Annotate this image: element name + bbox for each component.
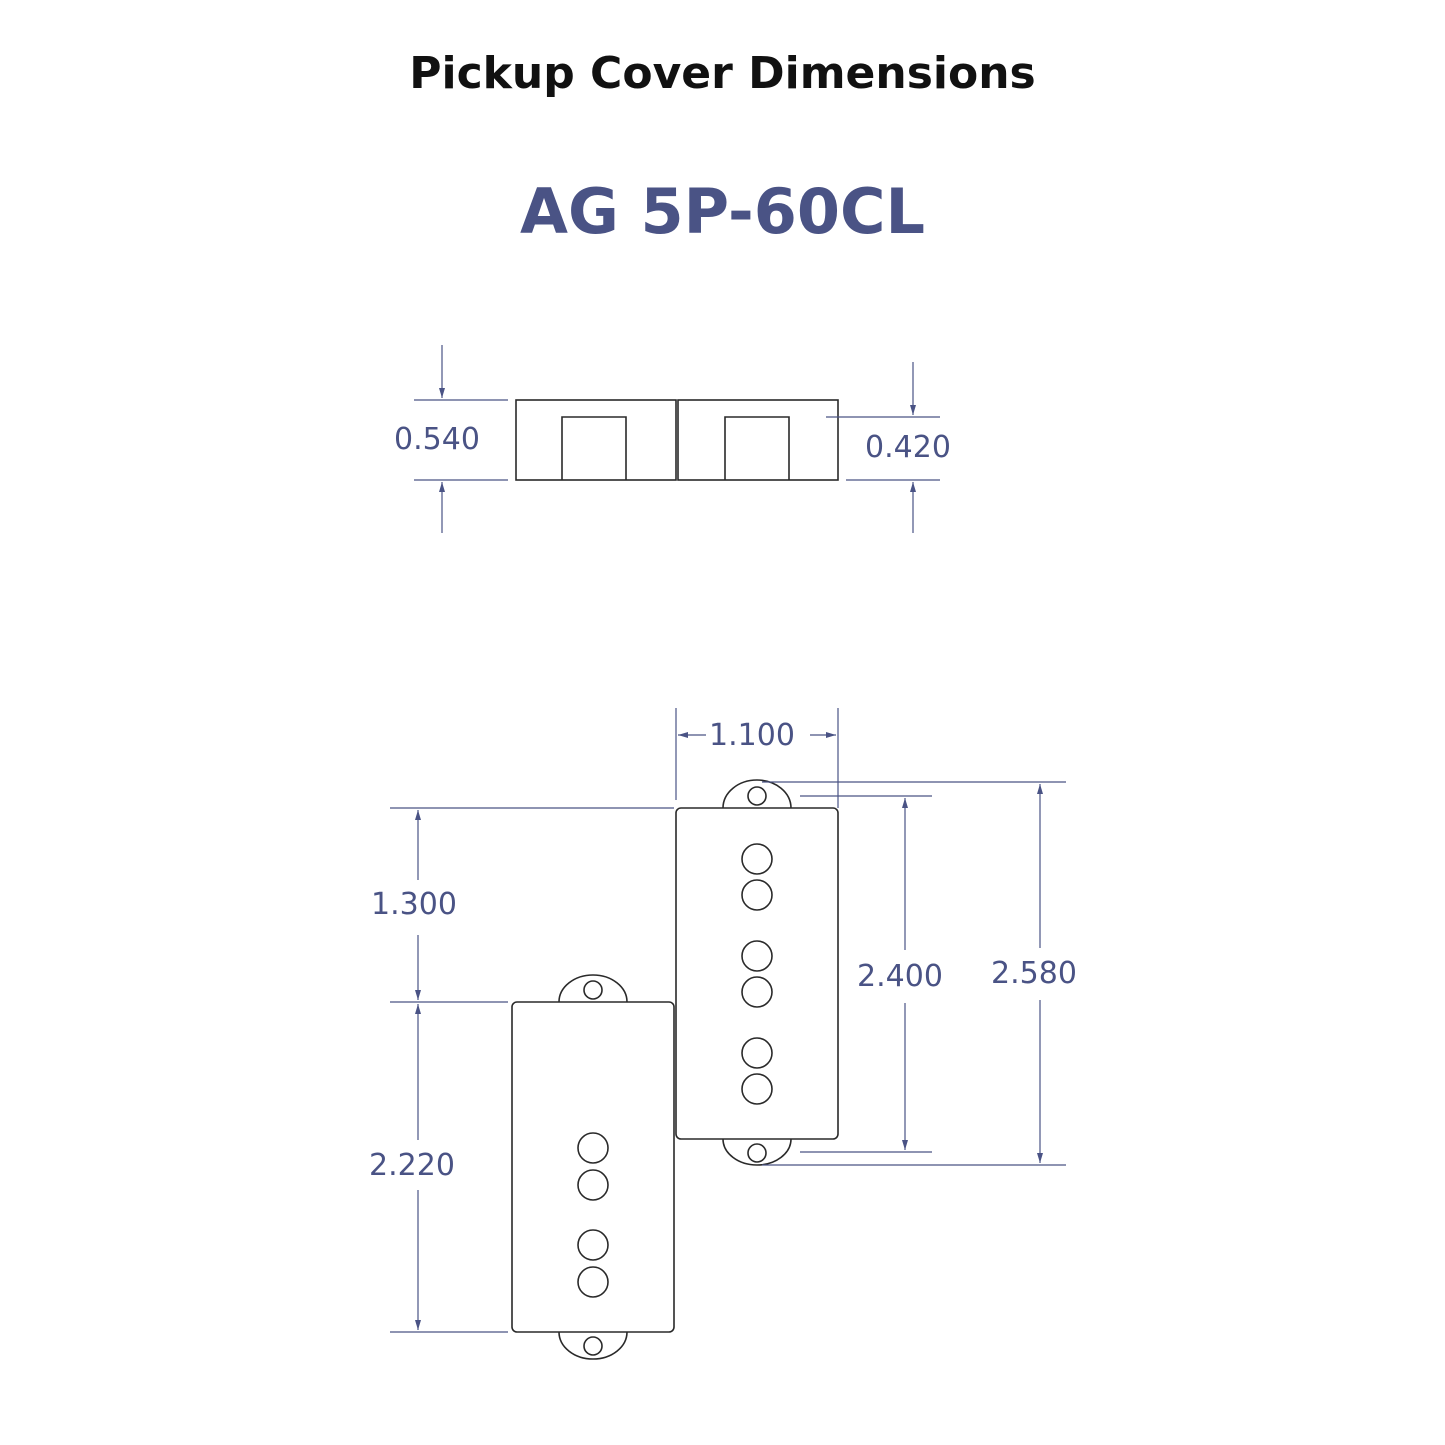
dim-short-cover-length: 2.220 bbox=[369, 1148, 455, 1183]
side-view-right-cover bbox=[677, 399, 839, 481]
pole-piece bbox=[577, 1266, 609, 1298]
pole-piece bbox=[741, 940, 773, 972]
screw-hole-icon bbox=[583, 1336, 603, 1356]
dim-overall-length: 2.580 bbox=[991, 956, 1077, 991]
mounting-ear-bottom bbox=[558, 1331, 628, 1360]
side-view bbox=[515, 399, 839, 481]
side-view-left-cavity bbox=[561, 416, 627, 480]
pole-piece bbox=[741, 976, 773, 1008]
upper-pickup-cover bbox=[675, 779, 839, 1166]
dim-pickup-offset: 1.300 bbox=[371, 887, 457, 922]
cover-body bbox=[675, 807, 839, 1140]
mounting-ear-bottom bbox=[722, 1138, 792, 1166]
dimension-labels: 0.540 0.420 1.100 1.300 2.220 2.400 2.58… bbox=[369, 422, 1077, 1183]
model-name: AG 5P-60CL bbox=[520, 175, 925, 248]
pole-piece bbox=[577, 1229, 609, 1261]
cover-body bbox=[511, 1001, 675, 1333]
dim-inner-height: 0.420 bbox=[865, 430, 951, 465]
mounting-ear-top bbox=[558, 974, 628, 1003]
screw-hole-icon bbox=[747, 1143, 767, 1163]
top-view bbox=[511, 779, 839, 1360]
pole-piece bbox=[577, 1132, 609, 1164]
pole-piece bbox=[741, 879, 773, 911]
pole-piece bbox=[741, 1037, 773, 1069]
dim-body-length: 2.400 bbox=[857, 959, 943, 994]
lower-pickup-cover bbox=[511, 974, 675, 1360]
pole-piece bbox=[741, 843, 773, 875]
mounting-ear-top bbox=[722, 779, 792, 809]
page-title: Pickup Cover Dimensions bbox=[409, 48, 1036, 99]
pole-piece bbox=[577, 1169, 609, 1201]
side-view-right-cavity bbox=[724, 416, 790, 480]
pole-piece bbox=[741, 1073, 773, 1105]
dim-cover-width: 1.100 bbox=[709, 718, 795, 753]
screw-hole-icon bbox=[583, 980, 603, 1000]
top-view-dimensions bbox=[390, 708, 1066, 1333]
side-view-left-cover bbox=[515, 399, 677, 481]
screw-hole-icon bbox=[747, 786, 767, 806]
dim-overall-height: 0.540 bbox=[394, 422, 480, 457]
side-view-dimensions bbox=[414, 345, 940, 533]
